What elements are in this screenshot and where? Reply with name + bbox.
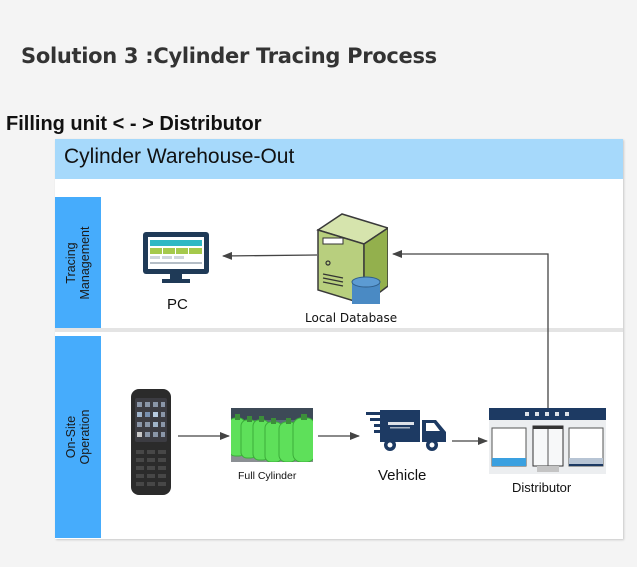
flow-subtitle: Filling unit < - > Distributor xyxy=(6,113,262,135)
edge-database-to-pc xyxy=(222,251,318,260)
node-label-pc: PC xyxy=(167,296,188,313)
lane-tracing-management: Tracing Management xyxy=(55,197,101,328)
node-label-local-database: Local Database xyxy=(305,311,398,325)
node-label-vehicle: Vehicle xyxy=(378,467,427,484)
gas-cylinders-photo xyxy=(231,408,313,462)
handheld-scanner-icon xyxy=(131,389,171,495)
monitor-icon xyxy=(143,232,209,283)
diagram-header xyxy=(55,139,623,179)
edge-distributor-to-database xyxy=(392,250,549,408)
lane-divider xyxy=(55,328,623,332)
server-database-icon xyxy=(316,213,388,304)
node-label-distributor: Distributor xyxy=(512,480,572,495)
page-title: Solution 3 :Cylinder Tracing Process xyxy=(21,44,437,68)
lane-on-site-operation: On-Site Operation xyxy=(55,336,101,538)
diagram-header-label: Cylinder Warehouse-Out xyxy=(64,145,295,168)
delivery-truck-icon xyxy=(366,410,446,451)
storefront-icon xyxy=(489,408,606,474)
node-label-full-cylinder: Full Cylinder xyxy=(238,470,297,482)
